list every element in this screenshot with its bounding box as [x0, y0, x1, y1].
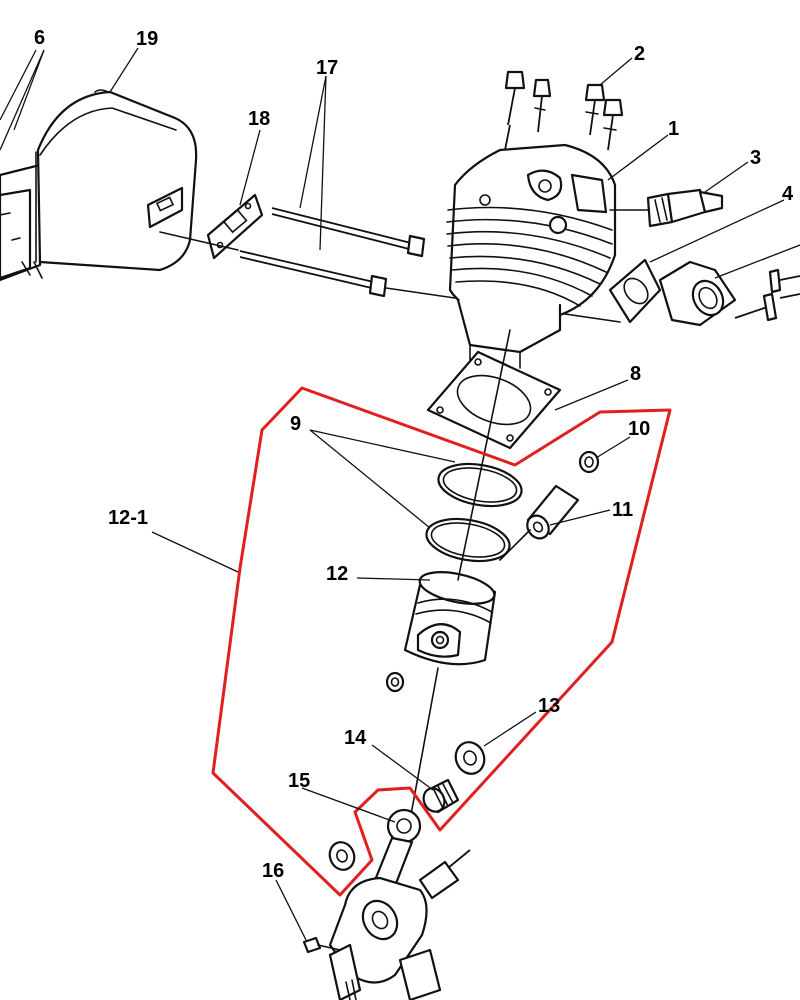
part-3-spark-plug [609, 188, 724, 228]
callout-9: 9 [290, 413, 301, 435]
part-6-muffler-body [0, 163, 43, 282]
callout-15: 15 [288, 770, 310, 792]
part-10-circlip [578, 450, 600, 474]
part-17-studs [239, 207, 426, 298]
callout-6: 6 [34, 27, 45, 49]
part-19-muffler-cover [35, 89, 198, 272]
part-16-key [302, 936, 341, 954]
part-18-gasket [206, 193, 264, 260]
part-12-piston [385, 571, 497, 693]
part-14-needle-bearing [422, 778, 460, 814]
callout-3: 3 [750, 147, 761, 169]
part-13-washer [454, 741, 486, 775]
part-11-piston-pin [499, 484, 580, 561]
callout-13: 13 [538, 695, 560, 717]
kit-12-1-outline [211, 386, 672, 897]
callout-12: 12 [326, 563, 348, 585]
part-9-piston-rings [425, 462, 523, 563]
part-1-cylinder [446, 143, 617, 369]
callout-14: 14 [344, 727, 367, 749]
cover-axis-line [159, 231, 239, 251]
callout-16: 16 [262, 860, 284, 882]
callout-10: 10 [628, 418, 650, 440]
leader-lines [0, 47, 800, 941]
callout-12-1: 12-1 [108, 507, 148, 529]
callout-1: 1 [668, 118, 679, 140]
part-2-bolts [494, 70, 624, 201]
callout-19: 19 [136, 28, 158, 50]
crankshaft [328, 849, 471, 1000]
callout-18: 18 [248, 108, 270, 130]
callout-2: 2 [634, 43, 645, 65]
part-8-base-gasket [426, 350, 562, 450]
part-4-intake-flange [608, 258, 800, 327]
callout-17: 17 [316, 57, 338, 79]
callout-labels: 1 2 3 4 6 8 9 10 11 12 12-1 13 14 15 16 … [34, 27, 794, 882]
callout-4: 4 [782, 183, 794, 205]
callout-8: 8 [630, 363, 641, 385]
callout-11: 11 [612, 499, 633, 521]
